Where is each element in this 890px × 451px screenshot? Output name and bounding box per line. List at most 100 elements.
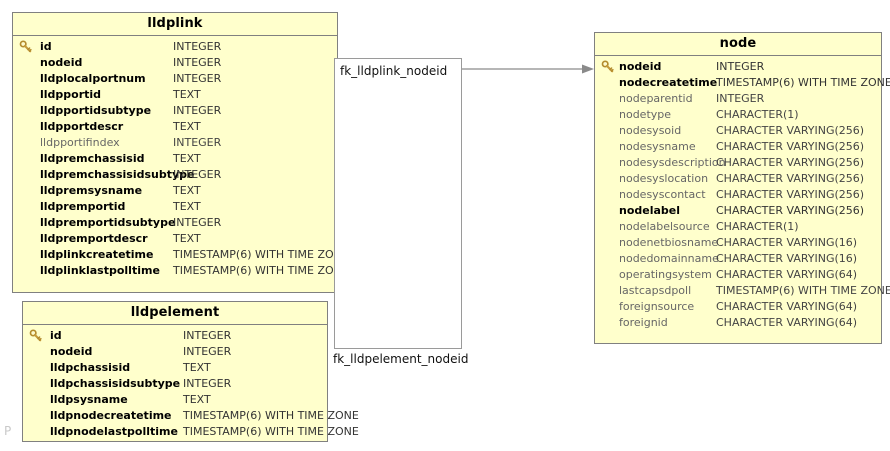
column-type: INTEGER <box>173 136 222 149</box>
column-name: nodeparentid <box>619 92 693 105</box>
column-type: CHARACTER VARYING(256) <box>716 156 865 169</box>
column-type: TEXT <box>183 361 211 374</box>
column-type: INTEGER <box>173 56 222 69</box>
column-name: nodetype <box>619 108 672 121</box>
column-name: nodelabelsource <box>619 220 710 233</box>
column-type: CHARACTER VARYING(256) <box>716 172 865 185</box>
column-name: lldpnodelastpolltime <box>50 425 178 438</box>
column-row[interactable]: lldpnodelastpolltime TIMESTAMP(6) WITH TI… <box>23 424 359 440</box>
column-type: TEXT <box>173 88 201 101</box>
column-type: CHARACTER VARYING(16) <box>716 252 858 265</box>
column-row[interactable]: nodetype CHARACTER(1) <box>595 107 881 123</box>
column-name: lldpremportid <box>40 200 126 213</box>
column-name: nodesyslocation <box>619 172 709 185</box>
column-type: INTEGER <box>183 345 232 358</box>
column-name: nodesysdescription <box>619 156 726 169</box>
column-name: nodecreatetime <box>619 76 718 89</box>
relationship-label-fk-lldplink-nodeid[interactable]: fk_lldplink_nodeid <box>340 64 448 78</box>
column-row[interactable]: nodesyslocation CHARACTER VARYING(256) <box>595 171 881 187</box>
column-name: lldplinkcreatetime <box>40 248 154 261</box>
column-name: lldpnodecreatetime <box>50 409 172 422</box>
column-type: CHARACTER VARYING(256) <box>716 204 865 217</box>
column-name: lldpportidsubtype <box>40 104 152 117</box>
column-name: nodedomainname <box>619 252 719 265</box>
entity-title-node: node <box>595 33 881 56</box>
column-type: INTEGER <box>716 92 765 105</box>
column-name: lldpremportidsubtype <box>40 216 176 229</box>
relationship-arrow-to-node <box>462 64 594 74</box>
column-type: TIMESTAMP(6) WITH TIME ZONE <box>716 284 890 297</box>
column-name: lldplinklastpolltime <box>40 264 160 277</box>
column-name: nodeid <box>50 345 93 358</box>
column-row[interactable]: lldplinklastpolltime TIMESTAMP(6) WITH TI… <box>13 263 349 279</box>
column-row[interactable]: lldpremportdescr TEXT <box>13 231 337 247</box>
column-name: nodesysname <box>619 140 696 153</box>
column-type: CHARACTER VARYING(256) <box>716 124 865 137</box>
column-name: id <box>40 40 52 53</box>
key-icon <box>601 60 614 73</box>
column-type: CHARACTER VARYING(256) <box>716 188 865 201</box>
entity-title-lldpelement: lldpelement <box>23 302 327 325</box>
column-row[interactable]: nodeid INTEGER <box>23 344 327 360</box>
column-name: lldpremportdescr <box>40 232 148 245</box>
column-type: INTEGER <box>173 168 222 181</box>
column-name: lastcapsdpoll <box>619 284 692 297</box>
column-name: lldpchassisidsubtype <box>50 377 181 390</box>
relationship-label-fk-lldpelement-nodeid[interactable]: fk_lldpelement_nodeid <box>333 352 469 366</box>
column-type: TIMESTAMP(6) WITH TIME ZONE <box>173 264 349 277</box>
column-name: operatingsystem <box>619 268 712 281</box>
key-icon <box>29 329 42 342</box>
key-icon <box>19 40 32 53</box>
column-row[interactable]: nodeparentid INTEGER <box>595 91 881 107</box>
column-name: foreignid <box>619 316 668 329</box>
column-type: INTEGER <box>183 377 232 390</box>
column-name: lldplocalportnum <box>40 72 146 85</box>
column-name: lldpremchassisidsubtype <box>40 168 195 181</box>
column-name: nodeid <box>619 60 662 73</box>
column-type: INTEGER <box>183 329 232 342</box>
entity-title-lldplink: lldplink <box>13 13 337 36</box>
column-type: TEXT <box>173 232 201 245</box>
column-row[interactable]: lastcapsdpoll TIMESTAMP(6) WITH TIME ZONE <box>595 283 890 299</box>
column-type: CHARACTER(1) <box>716 108 799 121</box>
column-type: TEXT <box>173 152 201 165</box>
column-type: TIMESTAMP(6) WITH TIME ZONE <box>183 425 359 438</box>
column-type: CHARACTER VARYING(16) <box>716 236 858 249</box>
